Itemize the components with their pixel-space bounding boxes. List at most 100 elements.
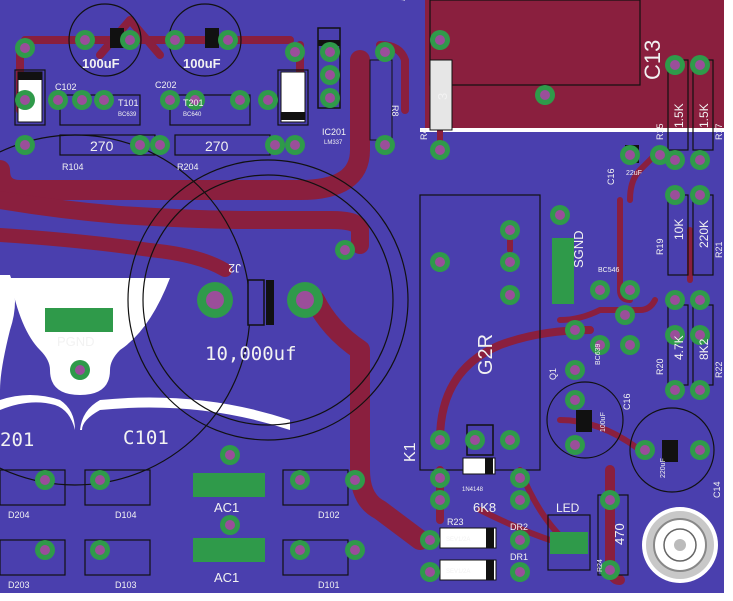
label-g2r: G2R — [475, 334, 497, 375]
pad-hole — [223, 35, 233, 45]
board-edge-right — [724, 0, 733, 601]
pad-hole — [435, 257, 445, 267]
label-sev1: SEV1/2A — [446, 537, 470, 543]
pad-hole — [655, 150, 665, 160]
label-r24: R24 — [597, 559, 604, 572]
pad-hole — [350, 545, 360, 555]
label-bc546: BC546 — [598, 267, 620, 274]
pad-hole — [290, 140, 300, 150]
pad-hole — [625, 340, 635, 350]
pad-hole — [505, 435, 515, 445]
pad-hole — [640, 445, 650, 455]
pad-hole — [435, 145, 445, 155]
pad-hole — [570, 440, 580, 450]
pad-hole — [595, 285, 605, 295]
pad-hole — [95, 475, 105, 485]
label-cap-100uf-left: 100uF — [82, 56, 120, 71]
smd-pads — [45, 238, 588, 562]
pad-hole — [53, 95, 63, 105]
lower-left-cutout — [0, 395, 290, 430]
pad-hole — [340, 245, 350, 255]
label-d203: D203 — [8, 580, 30, 590]
pad-hole — [670, 295, 680, 305]
label-bc640: BC640 — [183, 112, 202, 118]
label-c-22uf: 22uF — [626, 170, 642, 177]
pad-hole — [505, 225, 515, 235]
label-big-cap-value: 10,000uf — [205, 343, 297, 365]
pad-hole — [80, 35, 90, 45]
pad-hole — [515, 473, 525, 483]
label-r204-value: 270 — [205, 138, 229, 154]
pgnd-cutout — [10, 278, 170, 395]
label-r470: 470 — [612, 523, 627, 545]
label-dr2: DR2 — [510, 522, 528, 532]
pad-hole — [270, 140, 280, 150]
label-r21-value: 220K — [697, 220, 711, 248]
label-t101: T101 — [118, 98, 139, 108]
pad-hole — [435, 35, 445, 45]
label-r17-value: 1.5K — [697, 103, 711, 128]
label-t201: T201 — [183, 98, 204, 108]
board-edge-bottom — [0, 593, 733, 601]
label-cap-100uf-mid: 100uF — [183, 56, 221, 71]
pad-hole — [570, 365, 580, 375]
pad-hole — [165, 95, 175, 105]
label-c16: C16 — [622, 393, 632, 410]
pad-hole — [670, 60, 680, 70]
label-k1: K1 — [402, 442, 419, 462]
pad-hole — [555, 210, 565, 220]
label-r204: R204 — [177, 162, 199, 172]
pad-hole — [505, 290, 515, 300]
label-dr1: DR1 — [510, 552, 528, 562]
label-d101: D101 — [318, 580, 340, 590]
pad-hole — [20, 95, 30, 105]
label-r-top-left: 3 — [435, 93, 450, 100]
pad-hole — [235, 95, 245, 105]
label-c202: C202 — [155, 80, 177, 90]
label-c102: C102 — [55, 82, 77, 92]
label-q1: Q1 — [548, 368, 558, 380]
board-cutout-left — [0, 275, 15, 390]
pad-hole — [670, 190, 680, 200]
pad-hole — [625, 285, 635, 295]
pad-hole — [515, 495, 525, 505]
mounting-hole — [642, 507, 718, 583]
label-j2: J2 — [228, 261, 241, 275]
label-1n4148: 1N4148 — [462, 487, 484, 493]
pad-hole — [170, 35, 180, 45]
pad-hole — [670, 330, 680, 340]
label-c101: C101 — [123, 427, 169, 449]
pad-hole — [515, 567, 525, 577]
pad-hole — [670, 155, 680, 165]
pad-hole — [290, 47, 300, 57]
pad-hole — [225, 450, 235, 460]
pad-hole — [20, 43, 30, 53]
pad-hole — [75, 365, 85, 375]
label-r8: R8 — [390, 105, 400, 117]
pad-hole — [350, 475, 360, 485]
pad-hole — [295, 545, 305, 555]
pad-hole — [625, 150, 635, 160]
pad-hole — [325, 47, 335, 57]
pad-hole — [605, 495, 615, 505]
pad-hole — [695, 190, 705, 200]
pad-hole — [435, 473, 445, 483]
pad-hole — [470, 435, 480, 445]
pad-hole — [670, 385, 680, 395]
pad-hole — [40, 475, 50, 485]
label-d204: D204 — [8, 510, 30, 520]
label-r15: R15 — [655, 123, 665, 140]
label-r22-value: 8K2 — [697, 338, 711, 360]
pad-hole — [605, 565, 615, 575]
pad-hole — [695, 330, 705, 340]
pad-hole — [515, 535, 525, 545]
label-d103: D103 — [115, 580, 137, 590]
pad-hole — [570, 395, 580, 405]
label-r15-value: 1.5K — [672, 103, 686, 128]
component-bodies — [17, 27, 678, 581]
pad-hole — [77, 95, 87, 105]
label-c14: C14 — [712, 481, 722, 498]
pad-hole — [325, 93, 335, 103]
label-c201-partial: 201 — [0, 429, 34, 451]
pad-hole — [695, 155, 705, 165]
